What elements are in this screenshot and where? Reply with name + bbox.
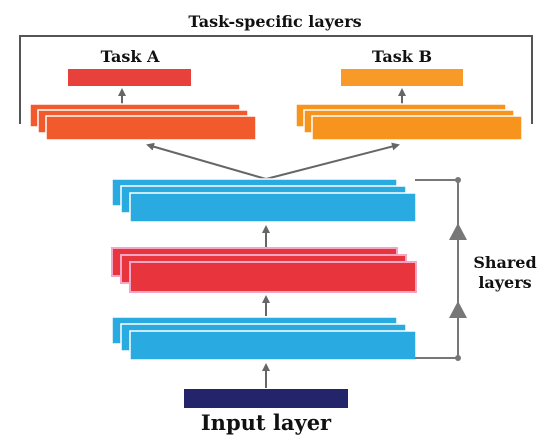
shared-label-line1: Shared [473, 253, 536, 272]
task-b-output-layer [341, 69, 463, 86]
task-specific-title: Task-specific layers [188, 12, 361, 31]
shared-layers-bracket [415, 177, 467, 361]
shared-label-background [466, 250, 546, 294]
task-a-output-layer [68, 69, 191, 86]
task-b-layer-stack [295, 103, 523, 141]
task-specific-bracket [19, 35, 533, 124]
shared-layer-stack-bottom [111, 316, 417, 361]
shared-bracket-arrow-upper [449, 223, 467, 240]
shared-middle-layer-front [129, 261, 417, 293]
task-a-layer-front [45, 115, 257, 141]
shared-bottom-layer-front [129, 330, 417, 361]
shared-bracket-arrow-lower [449, 301, 467, 318]
branch-arrow-task-b [265, 142, 400, 180]
task-b-label: Task B [372, 47, 432, 66]
task-a-label: Task A [101, 47, 160, 66]
input-layer-label: Input layer [201, 410, 332, 435]
branch-arrow-task-a [146, 142, 267, 180]
shared-layer-stack-top [111, 178, 417, 223]
shared-layer-stack-middle [111, 247, 417, 293]
shared-top-layer-front [129, 192, 417, 223]
shared-label-line2: layers [478, 273, 531, 292]
input-layer [184, 389, 348, 408]
task-a-layer-stack [29, 103, 257, 141]
task-b-layer-front [311, 115, 523, 141]
